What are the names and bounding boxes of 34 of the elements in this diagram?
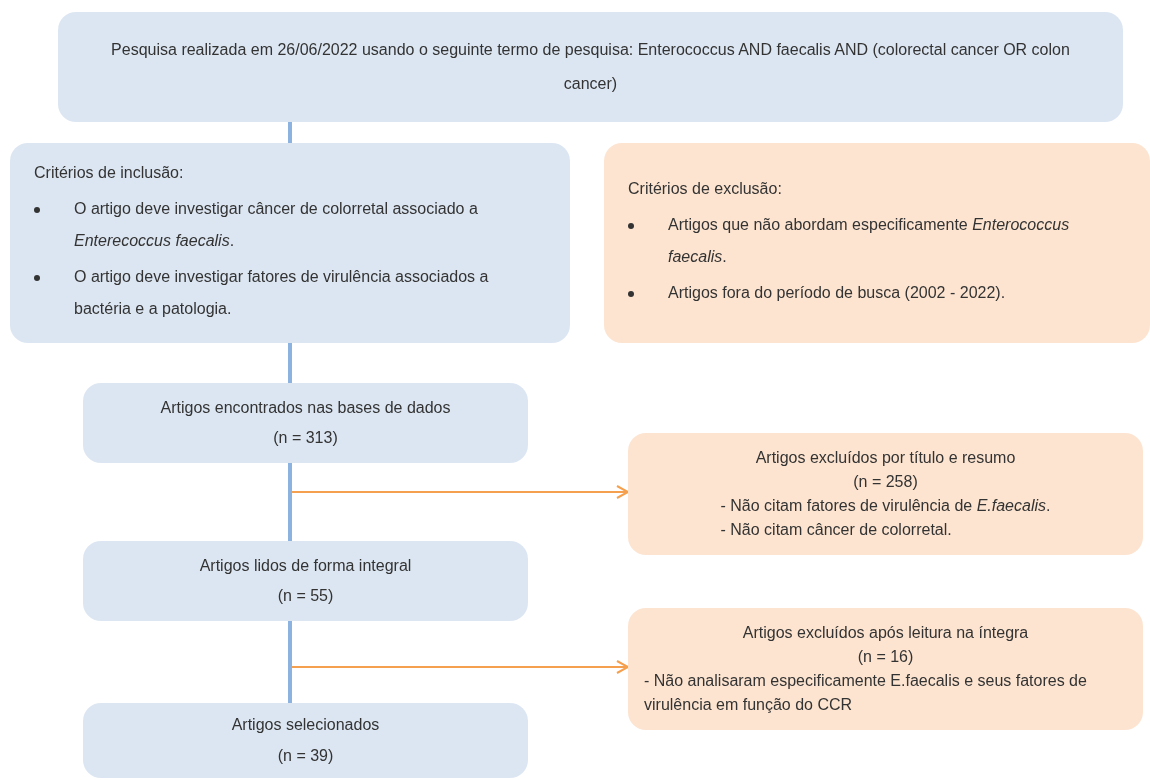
box-title: Artigos excluídos por título e resumo [754,448,1017,468]
box-title: Artigos lidos de forma integral [198,555,413,576]
count-text: (n = 313) [272,428,339,448]
count-text: (n = 55) [276,586,335,606]
reason-text: - Não citam câncer de colorretal. [720,520,953,540]
count-text: (n = 258) [852,472,919,492]
count-text: (n = 39) [276,745,335,766]
exclusion-box [628,608,1143,730]
count-text: (n = 16) [856,647,915,667]
reason-text: - Não analisaram especificamente E.faecalis e seus fatores de virulência em função do CCR [644,671,1088,715]
search-description: Pesquisa realizada em 26/06/2022 usando o seguinte termo de pesquisa: Enterococcus AND faecalis AND (colorectal cancer OR colon cancer) [110,40,1071,94]
connector-line [288,343,292,383]
connector-line [288,122,292,143]
criteria-item: Artigos que não abordam especificamente Enterococcus faecalis. [668,215,1071,267]
arrow [291,660,629,674]
connector-line [288,463,292,541]
box-title: Artigos excluídos após leitura na íntegra [741,623,1030,643]
box-title: Artigos encontrados nas bases de dados [159,397,452,418]
process-box [83,541,528,621]
reason-text: - Não citam fatores de virulência de E.faecalis. [720,496,1051,516]
arrow [291,485,629,499]
box-title: Artigos selecionados [230,715,381,736]
criteria-item: O artigo deve investigar câncer de colorretal associado a Enterecoccus faecalis. [74,199,479,251]
process-box [58,12,1123,122]
process-box [10,143,570,343]
criteria-heading: Critérios de exclusão: [628,179,783,199]
exclusion-box [604,143,1150,343]
process-box [83,383,528,463]
criteria-heading: Critérios de inclusão: [34,163,185,183]
connector-line [288,621,292,703]
exclusion-box [628,433,1143,555]
criteria-item: Artigos fora do período de busca (2002 - 2022). [668,283,1006,303]
process-box [83,703,528,778]
criteria-item: O artigo deve investigar fatores de virulência associados a bactéria e a patologia. [74,267,490,319]
